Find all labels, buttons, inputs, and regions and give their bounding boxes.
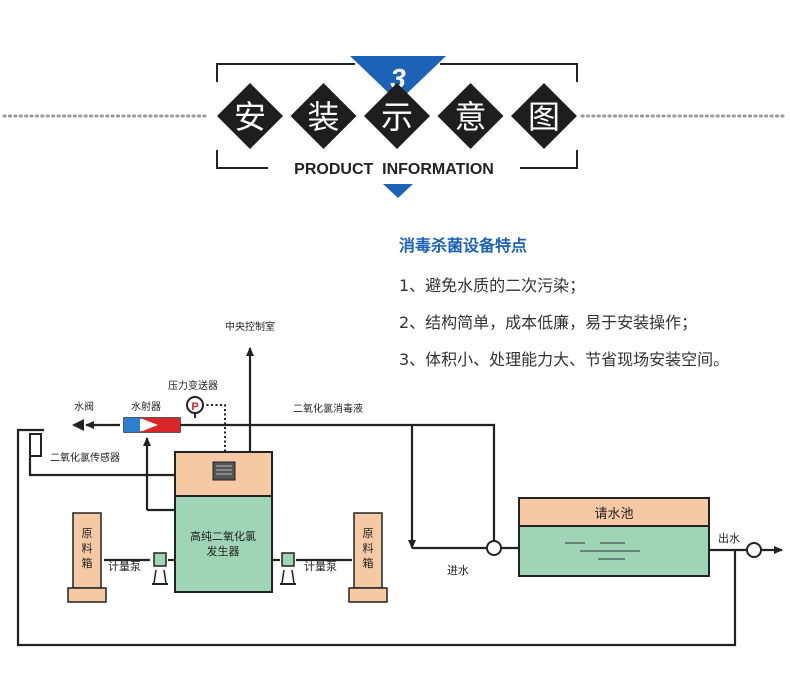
frame-bottom-left	[216, 150, 268, 169]
pump-left-label: 计量泵	[108, 560, 141, 573]
raw-tank-right-base	[348, 587, 388, 603]
water-ejector-label: 水射器	[131, 401, 161, 413]
title-diamond-3: 示	[364, 83, 430, 149]
title-char-5: 图	[528, 98, 560, 136]
metering-pump-left-icon	[152, 552, 168, 585]
title-diamond-1: 安	[217, 83, 283, 149]
pressure-signal-line	[202, 404, 226, 452]
ejector-blue-part	[124, 418, 140, 432]
tank-label-char: 料	[82, 541, 93, 555]
metering-pump-right-icon	[280, 552, 296, 585]
raw-tank-right-label: 原料箱	[363, 527, 374, 570]
chlorine-dioxide-generator	[174, 495, 273, 593]
tank-label-char: 箱	[82, 556, 93, 570]
generator-label-line2: 发生器	[207, 544, 240, 558]
frame-top-left	[216, 63, 355, 82]
title-diamond-5: 图	[511, 83, 577, 149]
title-diamond-2: 装	[290, 83, 357, 149]
features-title: 消毒杀菌设备特点	[399, 236, 528, 255]
pool-label: 请水池	[594, 507, 633, 522]
pointer-arrow-icon	[383, 184, 413, 198]
return-pipe	[16, 428, 737, 647]
bypass-pipe	[412, 423, 496, 541]
frame-bottom-right	[520, 150, 578, 169]
water-valve-label: 水阀	[74, 400, 94, 413]
section-header: 3 安装示意图 PRODUCT INFORMATION	[2, 56, 788, 198]
control-display-icon	[212, 461, 236, 481]
raw-tank-left	[72, 512, 102, 589]
title-char-1: 安	[234, 98, 266, 136]
disinfectant-label: 二氧化氯消毒液	[293, 402, 363, 415]
title-diamond-4: 意	[437, 83, 504, 149]
sensor-line	[28, 456, 175, 477]
title-char-4: 意	[454, 98, 486, 136]
raw-tank-right	[353, 512, 383, 589]
feature-item-1: 1、避免水质的二次污染；	[399, 276, 586, 295]
outlet-valve-icon	[746, 542, 762, 558]
pressure-symbol: P	[191, 401, 198, 413]
tank-label-char: 原	[363, 527, 374, 540]
feature-item-2: 2、结构简单，成本低廉，易于安装操作；	[399, 313, 698, 332]
raw-tank-left-label: 原料箱	[82, 527, 93, 570]
central-control-label: 中央控制室	[225, 320, 275, 333]
sensor-icon	[29, 433, 42, 457]
inlet-valve-icon	[486, 540, 502, 556]
water-valve-icon	[72, 419, 84, 431]
feature-item-3: 3、体积小、处理能力大、节省现场安装空间。	[399, 350, 730, 369]
tank-label-char: 箱	[363, 556, 374, 570]
process-diagram: P 高纯二氧化氯 发生器 原料箱 原料箱	[16, 320, 783, 647]
number-badge	[350, 56, 446, 102]
sensor-label: 二氧化氯传感器	[50, 451, 120, 464]
frame-top-right	[440, 63, 578, 82]
title-char-3: 示	[381, 98, 413, 136]
ejector-red-part	[140, 418, 180, 432]
inlet-label: 进水	[447, 564, 469, 577]
subtitle: PRODUCT INFORMATION	[294, 161, 494, 178]
title-char-2: 装	[307, 98, 339, 136]
outlet-label: 出水	[718, 531, 740, 545]
pressure-transmitter-label: 压力变送器	[168, 379, 218, 392]
tank-label-char: 料	[363, 541, 374, 555]
pump-right-label: 计量泵	[304, 560, 337, 573]
tank-label-char: 原	[82, 527, 93, 540]
generator-label-line1: 高纯二氧化氯	[190, 529, 256, 543]
pool-header	[518, 497, 710, 527]
raw-tank-left-base	[67, 587, 107, 603]
